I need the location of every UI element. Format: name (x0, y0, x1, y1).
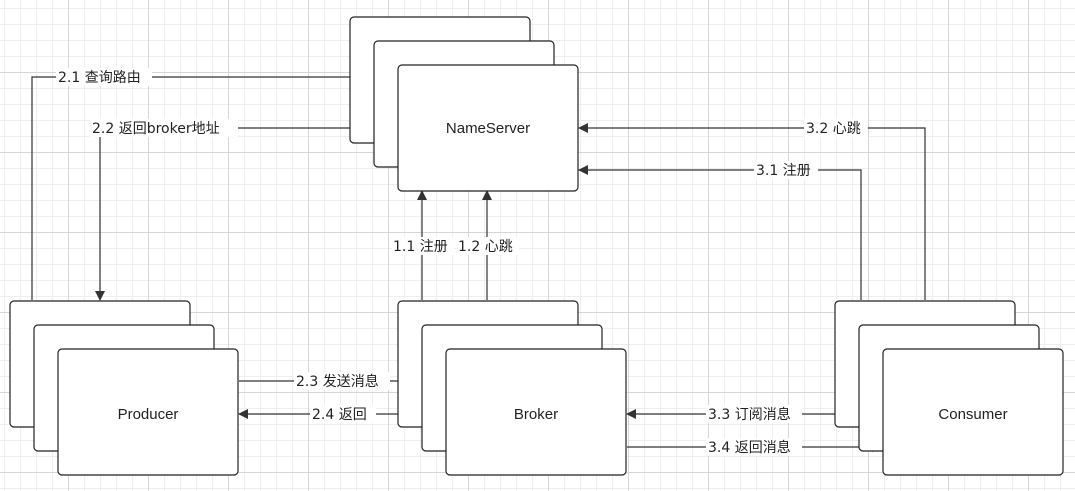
nameserver-node[interactable]: NameServer (349, 16, 579, 192)
nameserver-label: NameServer (446, 120, 530, 137)
label-return: 2.4 返回 (310, 405, 376, 423)
nameserver-box[interactable] (397, 64, 579, 192)
label-broker-register: 1.1 注册 (392, 237, 454, 255)
label-subscribe-message: 3.3 订阅消息 (706, 405, 802, 423)
svg-text:3.3 订阅消息: 3.3 订阅消息 (708, 406, 791, 423)
producer-box[interactable] (57, 348, 239, 476)
broker-node[interactable]: Broker (397, 300, 627, 476)
consumer-label: Consumer (938, 406, 1007, 423)
consumer-box[interactable] (882, 348, 1064, 476)
svg-text:2.4 返回: 2.4 返回 (312, 407, 367, 423)
consumer-node[interactable]: Consumer (834, 300, 1064, 476)
label-query-route: 2.1 查询路由 (56, 68, 152, 86)
producer-label: Producer (118, 406, 179, 423)
label-send-message: 2.3 发送消息 (294, 372, 390, 390)
edge-consumer-register (578, 165, 862, 300)
svg-text:2.1 查询路由: 2.1 查询路由 (58, 70, 141, 86)
label-return-message: 3.4 返回消息 (706, 438, 802, 456)
svg-text:2.2 返回broker地址: 2.2 返回broker地址 (92, 121, 220, 137)
producer-node[interactable]: Producer (9, 300, 239, 476)
edge-return-broker-address (95, 127, 398, 301)
broker-label: Broker (514, 406, 558, 423)
label-return-broker-address: 2.2 返回broker地址 (90, 119, 238, 137)
svg-text:3.1 注册: 3.1 注册 (756, 163, 811, 179)
edge-labels: 2.1 查询路由 2.2 返回broker地址 1.1 注册 1.2 心跳 3.… (56, 68, 868, 456)
label-broker-heartbeat: 1.2 心跳 (457, 237, 519, 255)
label-consumer-heartbeat: 3.2 心跳 (804, 119, 868, 137)
svg-text:1.2 心跳: 1.2 心跳 (458, 239, 513, 255)
svg-text:3.4 返回消息: 3.4 返回消息 (708, 439, 791, 456)
label-consumer-register: 3.1 注册 (754, 161, 818, 179)
edge-consumer-heartbeat (578, 123, 926, 300)
edge-query-route (31, 72, 399, 300)
broker-box[interactable] (445, 348, 627, 476)
svg-text:3.2 心跳: 3.2 心跳 (806, 121, 861, 137)
svg-text:1.1 注册: 1.1 注册 (393, 239, 448, 255)
svg-text:2.3 发送消息: 2.3 发送消息 (296, 373, 379, 390)
